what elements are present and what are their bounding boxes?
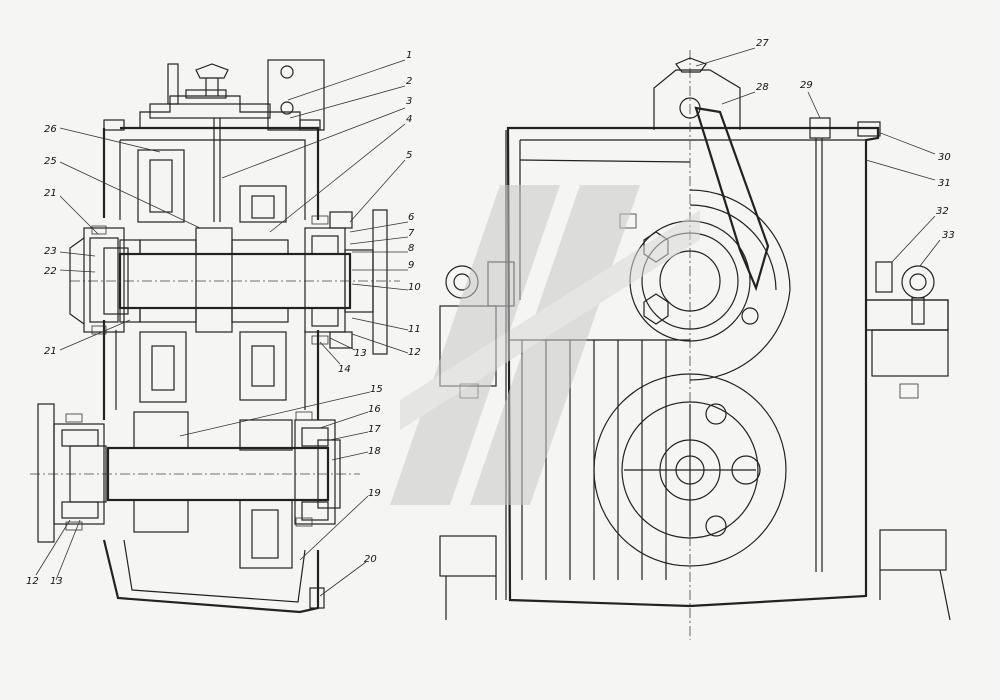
callout-labels: 1 2 3 4 5 6 7 8 9 10 11 12 13 14 15 16 1… bbox=[26, 38, 955, 587]
callout-10: 10 bbox=[408, 282, 421, 293]
callout-15: 15 bbox=[370, 384, 383, 395]
callout-33: 33 bbox=[942, 230, 955, 241]
callout-32: 32 bbox=[936, 206, 949, 217]
callout-29: 29 bbox=[800, 80, 813, 91]
callout-26: 26 bbox=[44, 124, 57, 135]
callout-12b: 12 bbox=[26, 576, 39, 587]
callout-21: 21 bbox=[44, 188, 57, 199]
callout-14: 14 bbox=[338, 364, 351, 375]
callout-6: 6 bbox=[408, 212, 414, 223]
callout-4: 4 bbox=[406, 114, 412, 125]
callout-13: 13 bbox=[354, 348, 367, 359]
callout-16: 16 bbox=[368, 404, 381, 415]
callout-28: 28 bbox=[756, 82, 769, 93]
watermark-logo bbox=[390, 185, 700, 505]
callout-31: 31 bbox=[938, 178, 951, 189]
callout-30: 30 bbox=[938, 152, 951, 163]
callout-20: 20 bbox=[364, 554, 377, 565]
callout-2: 2 bbox=[406, 76, 412, 87]
callout-22: 22 bbox=[44, 266, 57, 277]
callout-13b: 13 bbox=[50, 576, 63, 587]
callout-9: 9 bbox=[408, 260, 414, 271]
callout-7: 7 bbox=[408, 228, 415, 239]
leader-lines bbox=[35, 47, 941, 597]
callout-19: 19 bbox=[368, 488, 381, 499]
callout-5: 5 bbox=[406, 150, 412, 161]
callout-23: 23 bbox=[44, 246, 57, 257]
callout-3: 3 bbox=[406, 96, 412, 107]
callout-8: 8 bbox=[408, 243, 414, 254]
gearbox-section-view bbox=[30, 59, 400, 614]
callout-11: 11 bbox=[408, 324, 421, 335]
callout-18: 18 bbox=[368, 446, 381, 457]
callout-12: 12 bbox=[408, 347, 421, 358]
callout-27: 27 bbox=[756, 38, 769, 49]
callout-21b: 21 bbox=[44, 346, 57, 357]
callout-17: 17 bbox=[368, 424, 381, 435]
callout-25: 25 bbox=[44, 156, 57, 167]
callout-1: 1 bbox=[406, 50, 412, 61]
